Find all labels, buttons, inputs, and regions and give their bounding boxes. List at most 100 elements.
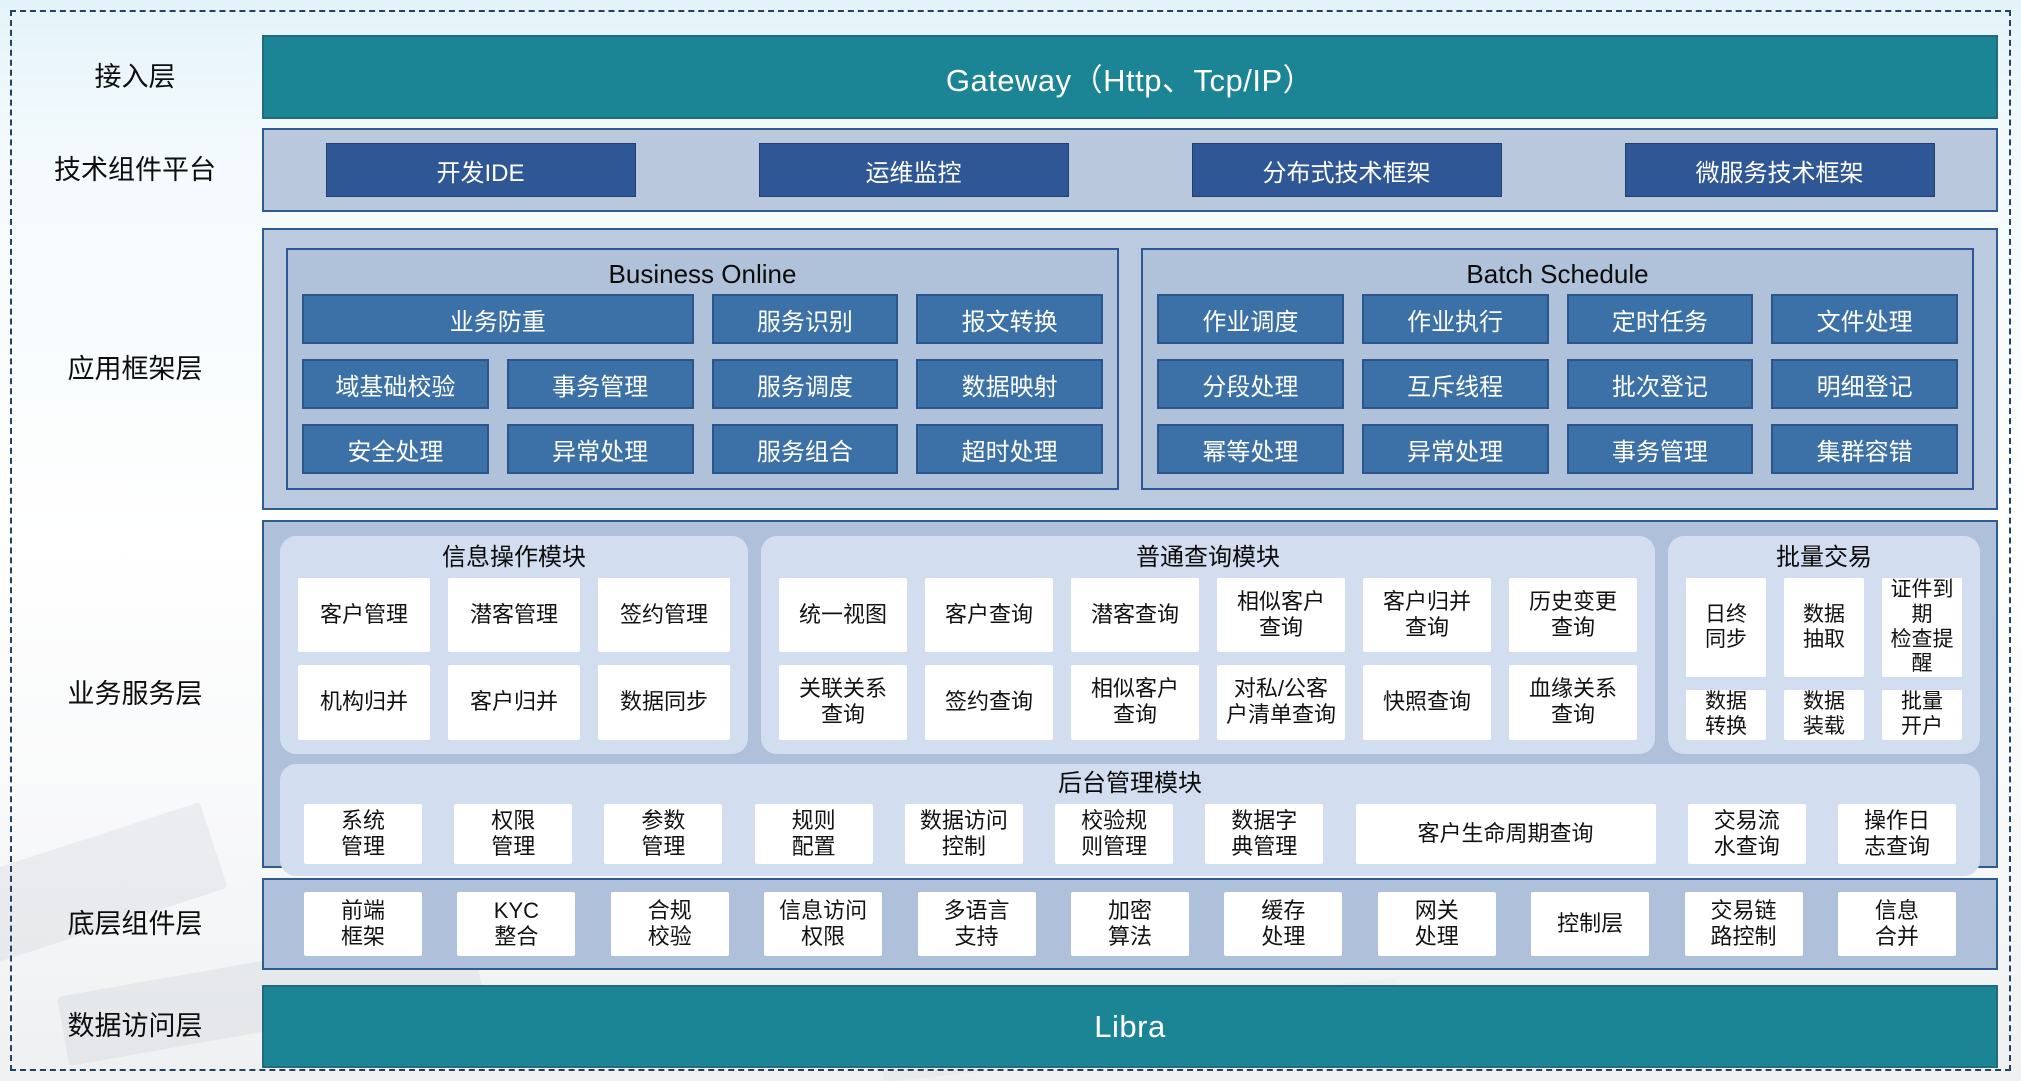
component-box: 控制层 <box>1531 892 1650 956</box>
framework-pill: 报文转换 <box>916 294 1103 344</box>
framework-pill: 分段处理 <box>1157 359 1344 409</box>
service-box: 机构归并 <box>298 665 430 740</box>
framework-pill: 事务管理 <box>506 359 694 409</box>
framework-pill: 事务管理 <box>1566 424 1754 474</box>
framework-pill: 异常处理 <box>506 424 694 474</box>
service-box: 相似客户 查询 <box>1217 578 1345 653</box>
service-box: 数据 装载 <box>1784 690 1864 740</box>
admin-management-row: 系统 管理权限 管理参数 管理规则 配置数据访问 控制校验规 则管理数据字 典管… <box>304 803 1956 864</box>
layer-label-business-service: 业务服务层 <box>67 679 203 709</box>
business-online-title: Business Online <box>608 259 797 289</box>
tech-component-box: 开发IDE <box>325 143 636 197</box>
service-box: 批量 开户 <box>1882 690 1962 740</box>
service-box: 日终 同步 <box>1686 578 1766 678</box>
framework-pill: 明细登记 <box>1771 359 1958 409</box>
component-box: 多语言 支持 <box>917 892 1036 956</box>
component-box: 信息 合并 <box>1837 892 1956 956</box>
business-service-modules: 信息操作模块 客户管理潜客管理签约管理机构归并客户归并数据同步 普通查询模块 统… <box>280 536 1980 754</box>
service-box: 操作日 志查询 <box>1837 803 1956 864</box>
batch-schedule-grid: 作业调度作业执行定时任务文件处理分段处理互斥线程批次登记明细登记幂等处理异常处理… <box>1157 294 1958 474</box>
service-box: 相似客户 查询 <box>1071 665 1199 740</box>
framework-pill: 安全处理 <box>302 424 489 474</box>
batch-schedule-title: Batch Schedule <box>1466 259 1649 289</box>
service-box: 客户管理 <box>298 578 430 653</box>
framework-pill: 互斥线程 <box>1361 359 1549 409</box>
service-box: 历史变更 查询 <box>1509 578 1637 653</box>
framework-pill: 定时任务 <box>1566 294 1754 344</box>
framework-pill: 作业执行 <box>1361 294 1549 344</box>
component-box: 交易链 路控制 <box>1684 892 1803 956</box>
service-box: 交易流 水查询 <box>1687 803 1806 864</box>
normal-query-title: 普通查询模块 <box>1136 544 1280 571</box>
service-box: 关联关系 查询 <box>779 665 907 740</box>
service-box: 快照查询 <box>1363 665 1491 740</box>
layer-label-data-access: 数据访问层 <box>67 1011 203 1041</box>
component-box: 网关 处理 <box>1377 892 1496 956</box>
framework-pill: 服务识别 <box>711 294 899 344</box>
service-box: 证件到期 检查提醒 <box>1882 578 1962 678</box>
service-box: 规则 配置 <box>754 803 873 864</box>
app-framework-container: Business Online 业务防重服务识别报文转换域基础校验事务管理服务调… <box>262 228 1998 510</box>
service-box: 校验规 则管理 <box>1055 803 1174 864</box>
service-box: 客户生命周期查询 <box>1355 803 1656 864</box>
service-box: 潜客查询 <box>1071 578 1199 653</box>
business-service-container: 信息操作模块 客户管理潜客管理签约管理机构归并客户归并数据同步 普通查询模块 统… <box>262 520 1998 876</box>
layer-label-app-framework: 应用框架层 <box>67 354 203 384</box>
framework-pill: 超时处理 <box>916 424 1103 474</box>
service-box: 签约管理 <box>598 578 730 653</box>
batch-transaction-title: 批量交易 <box>1776 544 1872 571</box>
framework-pill: 集群容错 <box>1771 424 1958 474</box>
service-box: 参数 管理 <box>604 803 723 864</box>
gateway-bar: Gateway（Http、Tcp/IP） <box>262 35 1998 119</box>
normal-query-grid: 统一视图客户查询潜客查询相似客户 查询客户归并 查询历史变更 查询关联关系 查询… <box>779 578 1637 740</box>
tech-component-box: 微服务技术框架 <box>1624 143 1935 197</box>
framework-pill: 文件处理 <box>1771 294 1958 344</box>
tech-component-box: 运维监控 <box>758 143 1069 197</box>
framework-pill: 幂等处理 <box>1157 424 1344 474</box>
layer-label-access: 接入层 <box>94 62 176 92</box>
service-box: 客户查询 <box>925 578 1053 653</box>
framework-pill: 服务组合 <box>711 424 899 474</box>
libra-bar: Libra <box>262 985 1998 1068</box>
framework-pill: 批次登记 <box>1566 359 1754 409</box>
framework-pill: 域基础校验 <box>302 359 489 409</box>
service-box: 数据 转换 <box>1686 690 1766 740</box>
service-box: 客户归并 <box>448 665 580 740</box>
background-watermark <box>0 802 228 968</box>
service-box: 数据 抽取 <box>1784 578 1864 678</box>
info-operation-module: 信息操作模块 客户管理潜客管理签约管理机构归并客户归并数据同步 <box>280 536 748 754</box>
service-box: 潜客管理 <box>448 578 580 653</box>
framework-pill: 作业调度 <box>1157 294 1344 344</box>
service-box: 数据访问 控制 <box>904 803 1023 864</box>
framework-pill: 异常处理 <box>1361 424 1549 474</box>
component-box: 合规 校验 <box>610 892 729 956</box>
service-box: 客户归并 查询 <box>1363 578 1491 653</box>
component-box: 加密 算法 <box>1070 892 1189 956</box>
service-box: 数据同步 <box>598 665 730 740</box>
component-box: 缓存 处理 <box>1224 892 1343 956</box>
batch-transaction-grid: 日终 同步数据 抽取证件到期 检查提醒数据 转换数据 装载批量 开户 <box>1686 578 1962 740</box>
info-operation-grid: 客户管理潜客管理签约管理机构归并客户归并数据同步 <box>298 578 730 740</box>
business-online-grid: 业务防重服务识别报文转换域基础校验事务管理服务调度数据映射安全处理异常处理服务组… <box>302 294 1103 474</box>
batch-schedule-panel: Batch Schedule 作业调度作业执行定时任务文件处理分段处理互斥线程批… <box>1141 248 1974 490</box>
component-box: KYC 整合 <box>457 892 576 956</box>
business-online-panel: Business Online 业务防重服务识别报文转换域基础校验事务管理服务调… <box>286 248 1119 490</box>
service-box: 统一视图 <box>779 578 907 653</box>
normal-query-module: 普通查询模块 统一视图客户查询潜客查询相似客户 查询客户归并 查询历史变更 查询… <box>761 536 1655 754</box>
service-box: 权限 管理 <box>454 803 573 864</box>
tech-component-box: 分布式技术框架 <box>1191 143 1502 197</box>
admin-management-title: 后台管理模块 <box>1058 769 1202 797</box>
service-box: 对私/公客 户清单查询 <box>1217 665 1345 740</box>
service-box: 系统 管理 <box>304 803 422 864</box>
framework-pill: 数据映射 <box>916 359 1103 409</box>
service-box: 血缘关系 查询 <box>1509 665 1637 740</box>
layer-label-component: 底层组件层 <box>67 909 203 939</box>
layer-label-tech-platform: 技术组件平台 <box>54 155 216 185</box>
admin-management-module: 后台管理模块 系统 管理权限 管理参数 管理规则 配置数据访问 控制校验规 则管… <box>280 763 1980 876</box>
info-operation-title: 信息操作模块 <box>442 544 586 571</box>
framework-pill: 服务调度 <box>711 359 899 409</box>
service-box: 签约查询 <box>925 665 1053 740</box>
batch-transaction-module: 批量交易 日终 同步数据 抽取证件到期 检查提醒数据 转换数据 装载批量 开户 <box>1668 536 1980 754</box>
